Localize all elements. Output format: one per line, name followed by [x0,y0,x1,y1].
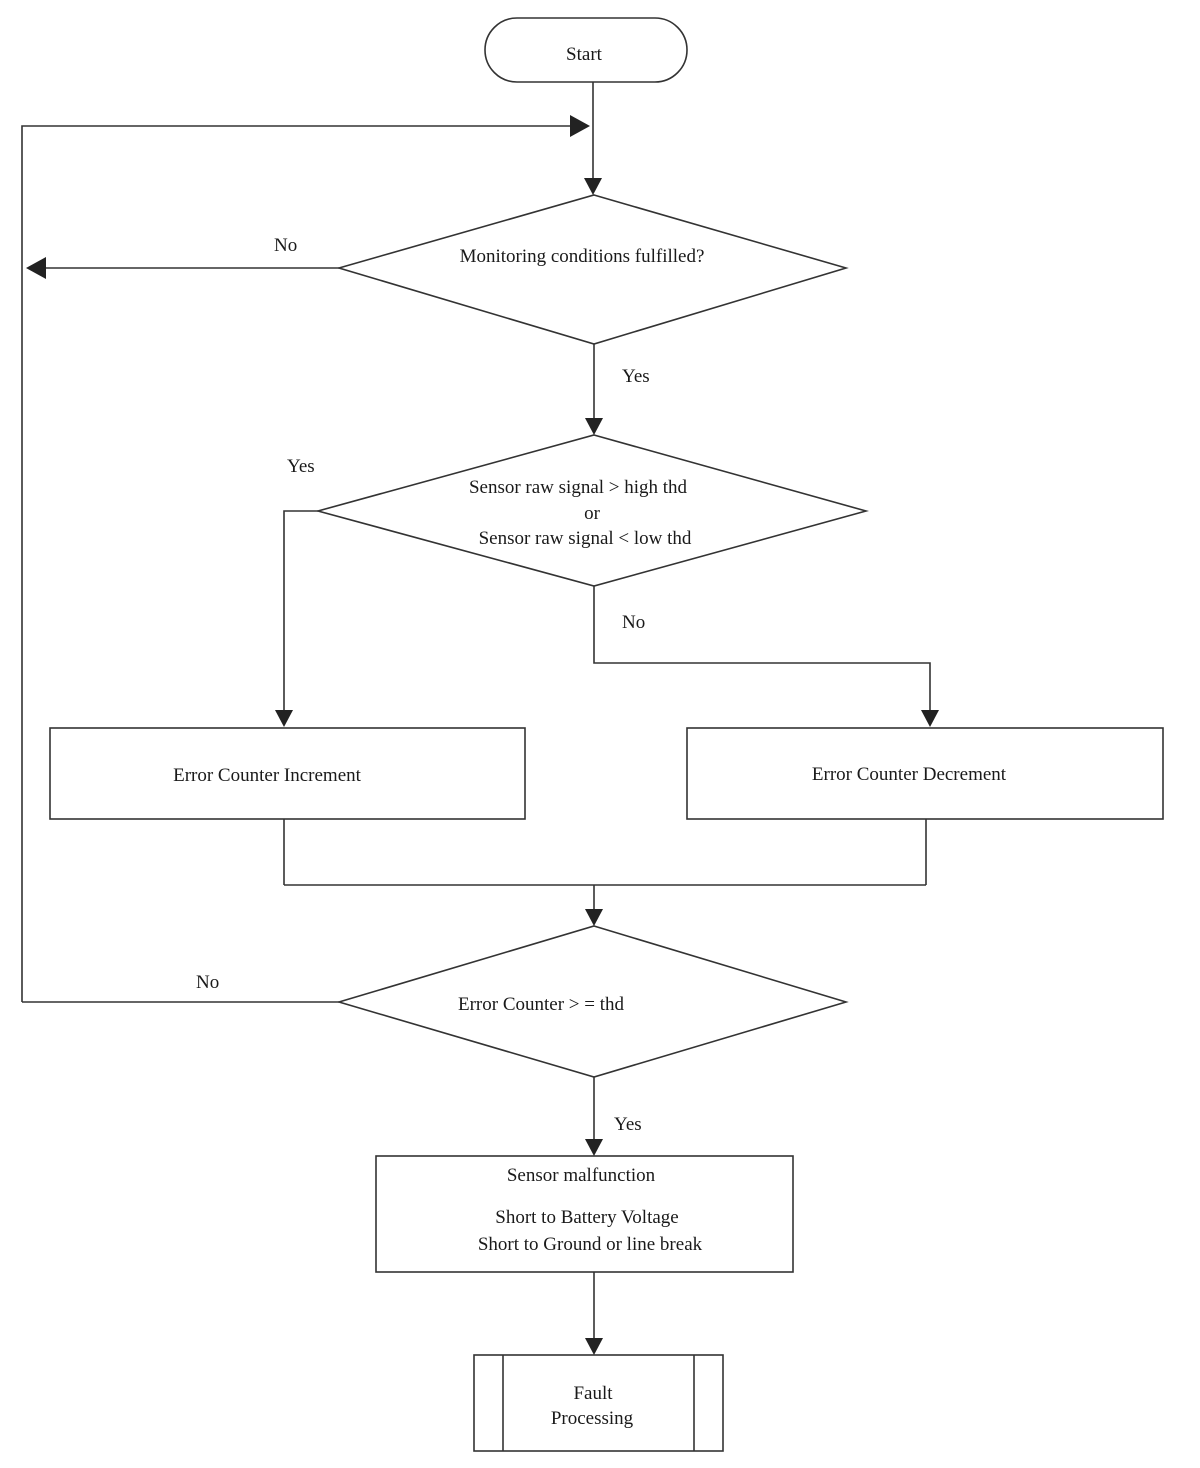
arrow-counter-yes [585,1139,603,1156]
monitoring-yes-label: Yes [622,366,650,387]
monitoring-decision [336,194,849,345]
increment-label: Error Counter Increment [173,765,362,786]
edge-signal-no [593,586,931,712]
start-label: Start [566,44,603,65]
increment-box [49,727,526,820]
signal-label-line-3: Sensor raw signal < low thd [479,528,692,549]
arrow-signal-yes [275,710,293,727]
arrow-into-counter [585,909,603,926]
malfunction-label-line-3: Short to Ground or line break [478,1234,703,1255]
arrow-monitoring-no [26,257,46,279]
malfunction-box [375,1155,794,1273]
arrow-into-fault [585,1338,603,1355]
fault-process-box [473,1354,724,1452]
edge-loop-top [21,125,572,1002]
arrow-monitoring-yes [585,418,603,435]
monitoring-label: Monitoring conditions fulfilled? [460,246,705,267]
fault-label-line-1: Fault [573,1383,613,1404]
malfunction-label-line-1: Sensor malfunction [507,1165,656,1186]
start-terminal [484,17,688,83]
malfunction-label-line-2: Short to Battery Voltage [495,1207,678,1228]
arrow-into-monitoring [584,178,602,195]
signal-label-line-2: or [584,503,601,524]
counter-no-label: No [196,972,219,993]
signal-label-line-1: Sensor raw signal > high thd [469,477,688,498]
signal-no-label: No [622,612,645,633]
counter-yes-label: Yes [614,1114,642,1135]
decrement-label: Error Counter Decrement [812,764,1007,785]
edge-signal-yes [283,510,318,712]
arrow-loop-join [570,115,590,137]
monitoring-no-label: No [274,235,297,256]
counter-label: Error Counter > = thd [458,994,625,1015]
signal-yes-label: Yes [287,456,315,477]
fault-label-line-2: Processing [551,1408,634,1429]
arrow-signal-no [921,710,939,727]
decrement-box [686,727,1164,820]
